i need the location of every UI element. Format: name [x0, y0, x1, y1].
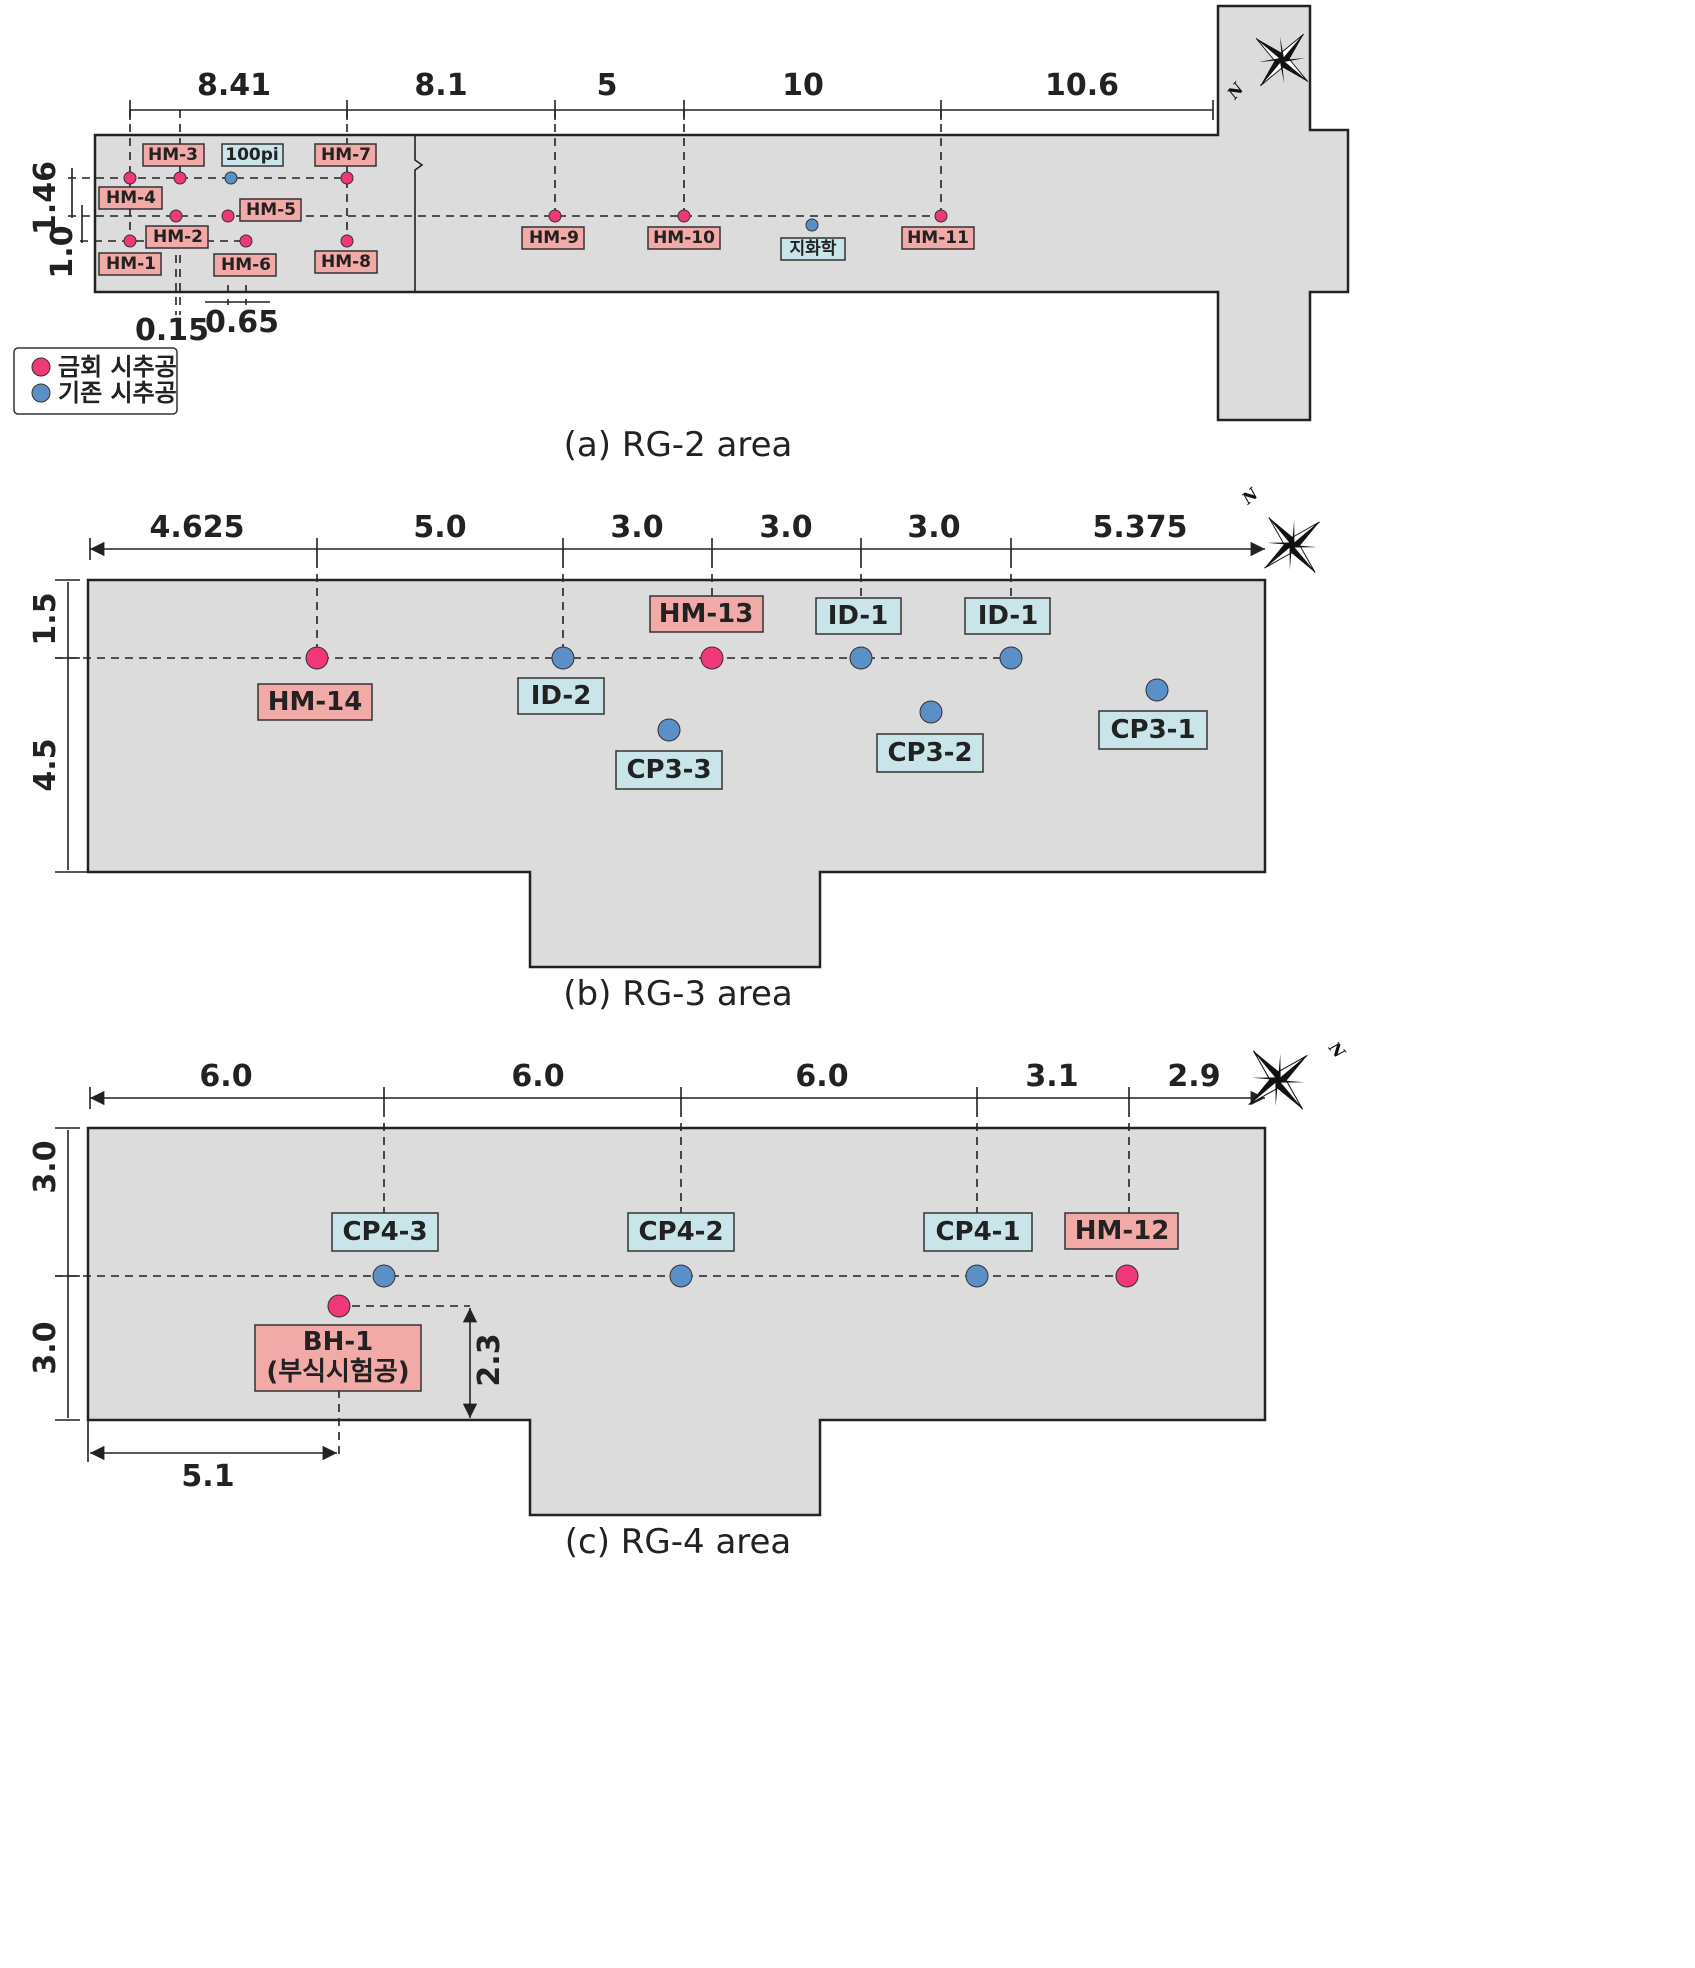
dim-c-left-1: 3.0: [28, 1140, 63, 1193]
borehole-cp32: [919, 700, 943, 724]
label-hm2: HM-2: [153, 227, 203, 247]
panel-c-rg4: 6.0 6.0 6.0 3.1 2.9 3.0 3.0 2.3 5.1 CP4-…: [28, 1025, 1350, 1562]
dim-c-3: 6.0: [795, 1059, 848, 1094]
label-geochem: 지화학: [790, 239, 837, 259]
borehole-cp41: [965, 1264, 989, 1288]
svg-text:N: N: [1324, 1038, 1349, 1063]
dim-a-bottom-1: 0.15: [135, 313, 209, 348]
dim-b-6: 5.375: [1093, 510, 1188, 545]
borehole-id1-b: [999, 646, 1023, 670]
panel-a-rg2: 8.41 8.1 5 10 10.6 1.46 1.0 0.15 0.65: [13, 4, 1350, 465]
dim-c-bottom: 5.1: [181, 1459, 234, 1494]
label-id1-a: ID-1: [828, 601, 889, 631]
borehole-cp31: [1145, 678, 1169, 702]
legend: 금회 시추공 기존 시추공: [13, 347, 178, 415]
label-100pi: 100pi: [225, 145, 278, 165]
label-cp41: CP4-1: [935, 1217, 1020, 1247]
dim-c-4: 3.1: [1025, 1059, 1078, 1094]
label-hm3: HM-3: [148, 145, 198, 165]
dim-a-4: 10: [782, 68, 824, 103]
dim-a-3: 5: [597, 68, 618, 103]
dim-a-2: 8.1: [414, 68, 467, 103]
label-cp43: CP4-3: [342, 1217, 427, 1247]
label-bh1-note: (부식시험공): [266, 1357, 409, 1387]
borehole-bh1: [327, 1294, 351, 1318]
label-hm13: HM-13: [659, 599, 754, 629]
label-hm8: HM-8: [321, 252, 371, 272]
borehole-hm8: [340, 234, 354, 248]
dim-c-right: 2.3: [472, 1333, 507, 1386]
borehole-hm10: [677, 209, 691, 223]
dim-b-left-2: 4.5: [28, 738, 63, 791]
borehole-hm3: [173, 171, 187, 185]
dim-a-1: 8.41: [197, 68, 271, 103]
dim-c-2: 6.0: [511, 1059, 564, 1094]
label-hm5: HM-5: [246, 200, 296, 220]
panel-b-rg3: 4.625 5.0 3.0 3.0 3.0 5.375 1.5 4.5 HM-1…: [28, 483, 1344, 1014]
borehole-cp33: [657, 718, 681, 742]
label-cp42: CP4-2: [638, 1217, 723, 1247]
label-hm7: HM-7: [321, 145, 371, 165]
legend-new: 금회 시추공: [58, 353, 177, 381]
rg2-area-outline: [93, 4, 1350, 422]
borehole-100pi: [224, 171, 238, 185]
break-line: [414, 135, 424, 292]
borehole-hm12: [1115, 1264, 1139, 1288]
borehole-hm4: [123, 171, 137, 185]
caption-a: (a) RG-2 area: [564, 425, 793, 465]
label-hm12: HM-12: [1075, 1216, 1170, 1246]
label-hm10: HM-10: [653, 228, 715, 248]
rg4-area-outline: [86, 1126, 1267, 1517]
borehole-geochem: [805, 218, 819, 232]
svg-text:N: N: [1238, 483, 1263, 508]
label-cp32: CP3-2: [887, 738, 972, 768]
borehole-cp43: [372, 1264, 396, 1288]
dim-c-left-2: 3.0: [28, 1321, 63, 1374]
label-hm11: HM-11: [907, 228, 969, 248]
dim-b-1: 4.625: [150, 510, 245, 545]
borehole-hm11: [934, 209, 948, 223]
label-bh1: BH-1: [303, 1327, 373, 1357]
label-cp31: CP3-1: [1110, 715, 1195, 745]
label-hm4: HM-4: [106, 188, 156, 208]
dim-a-left-1: 1.46: [28, 161, 63, 235]
borehole-hm14: [305, 646, 329, 670]
dim-b-3: 3.0: [610, 510, 663, 545]
legend-existing: 기존 시추공: [58, 379, 177, 407]
dim-b-5: 3.0: [907, 510, 960, 545]
dim-a-left-2: 1.0: [45, 225, 80, 278]
borehole-hm6: [239, 234, 253, 248]
label-id1-b: ID-1: [978, 601, 1039, 631]
label-hm1: HM-1: [106, 254, 156, 274]
dim-c-1: 6.0: [199, 1059, 252, 1094]
dim-b-2: 5.0: [413, 510, 466, 545]
label-hm6: HM-6: [221, 255, 271, 275]
borehole-hm7: [340, 171, 354, 185]
borehole-id2: [551, 646, 575, 670]
borehole-hm5: [221, 209, 235, 223]
dim-a-5: 10.6: [1045, 68, 1119, 103]
borehole-cp42: [669, 1264, 693, 1288]
borehole-hm1: [123, 234, 137, 248]
dim-a-bottom-2: 0.65: [205, 305, 279, 340]
borehole-hm2: [169, 209, 183, 223]
borehole-id1-a: [849, 646, 873, 670]
label-hm14: HM-14: [268, 687, 363, 717]
label-cp33: CP3-3: [626, 755, 711, 785]
borehole-hm13: [700, 646, 724, 670]
dim-b-4: 3.0: [759, 510, 812, 545]
label-id2: ID-2: [531, 681, 592, 711]
caption-b: (b) RG-3 area: [563, 974, 792, 1014]
legend-blue-marker: [31, 383, 51, 403]
dim-b-left-1: 1.5: [28, 592, 63, 645]
dim-c-5: 2.9: [1167, 1059, 1220, 1094]
borehole-hm9: [548, 209, 562, 223]
legend-pink-marker: [31, 357, 51, 377]
caption-c: (c) RG-4 area: [565, 1522, 792, 1562]
compass-icon: [1223, 1025, 1333, 1135]
label-hm9: HM-9: [529, 228, 579, 248]
